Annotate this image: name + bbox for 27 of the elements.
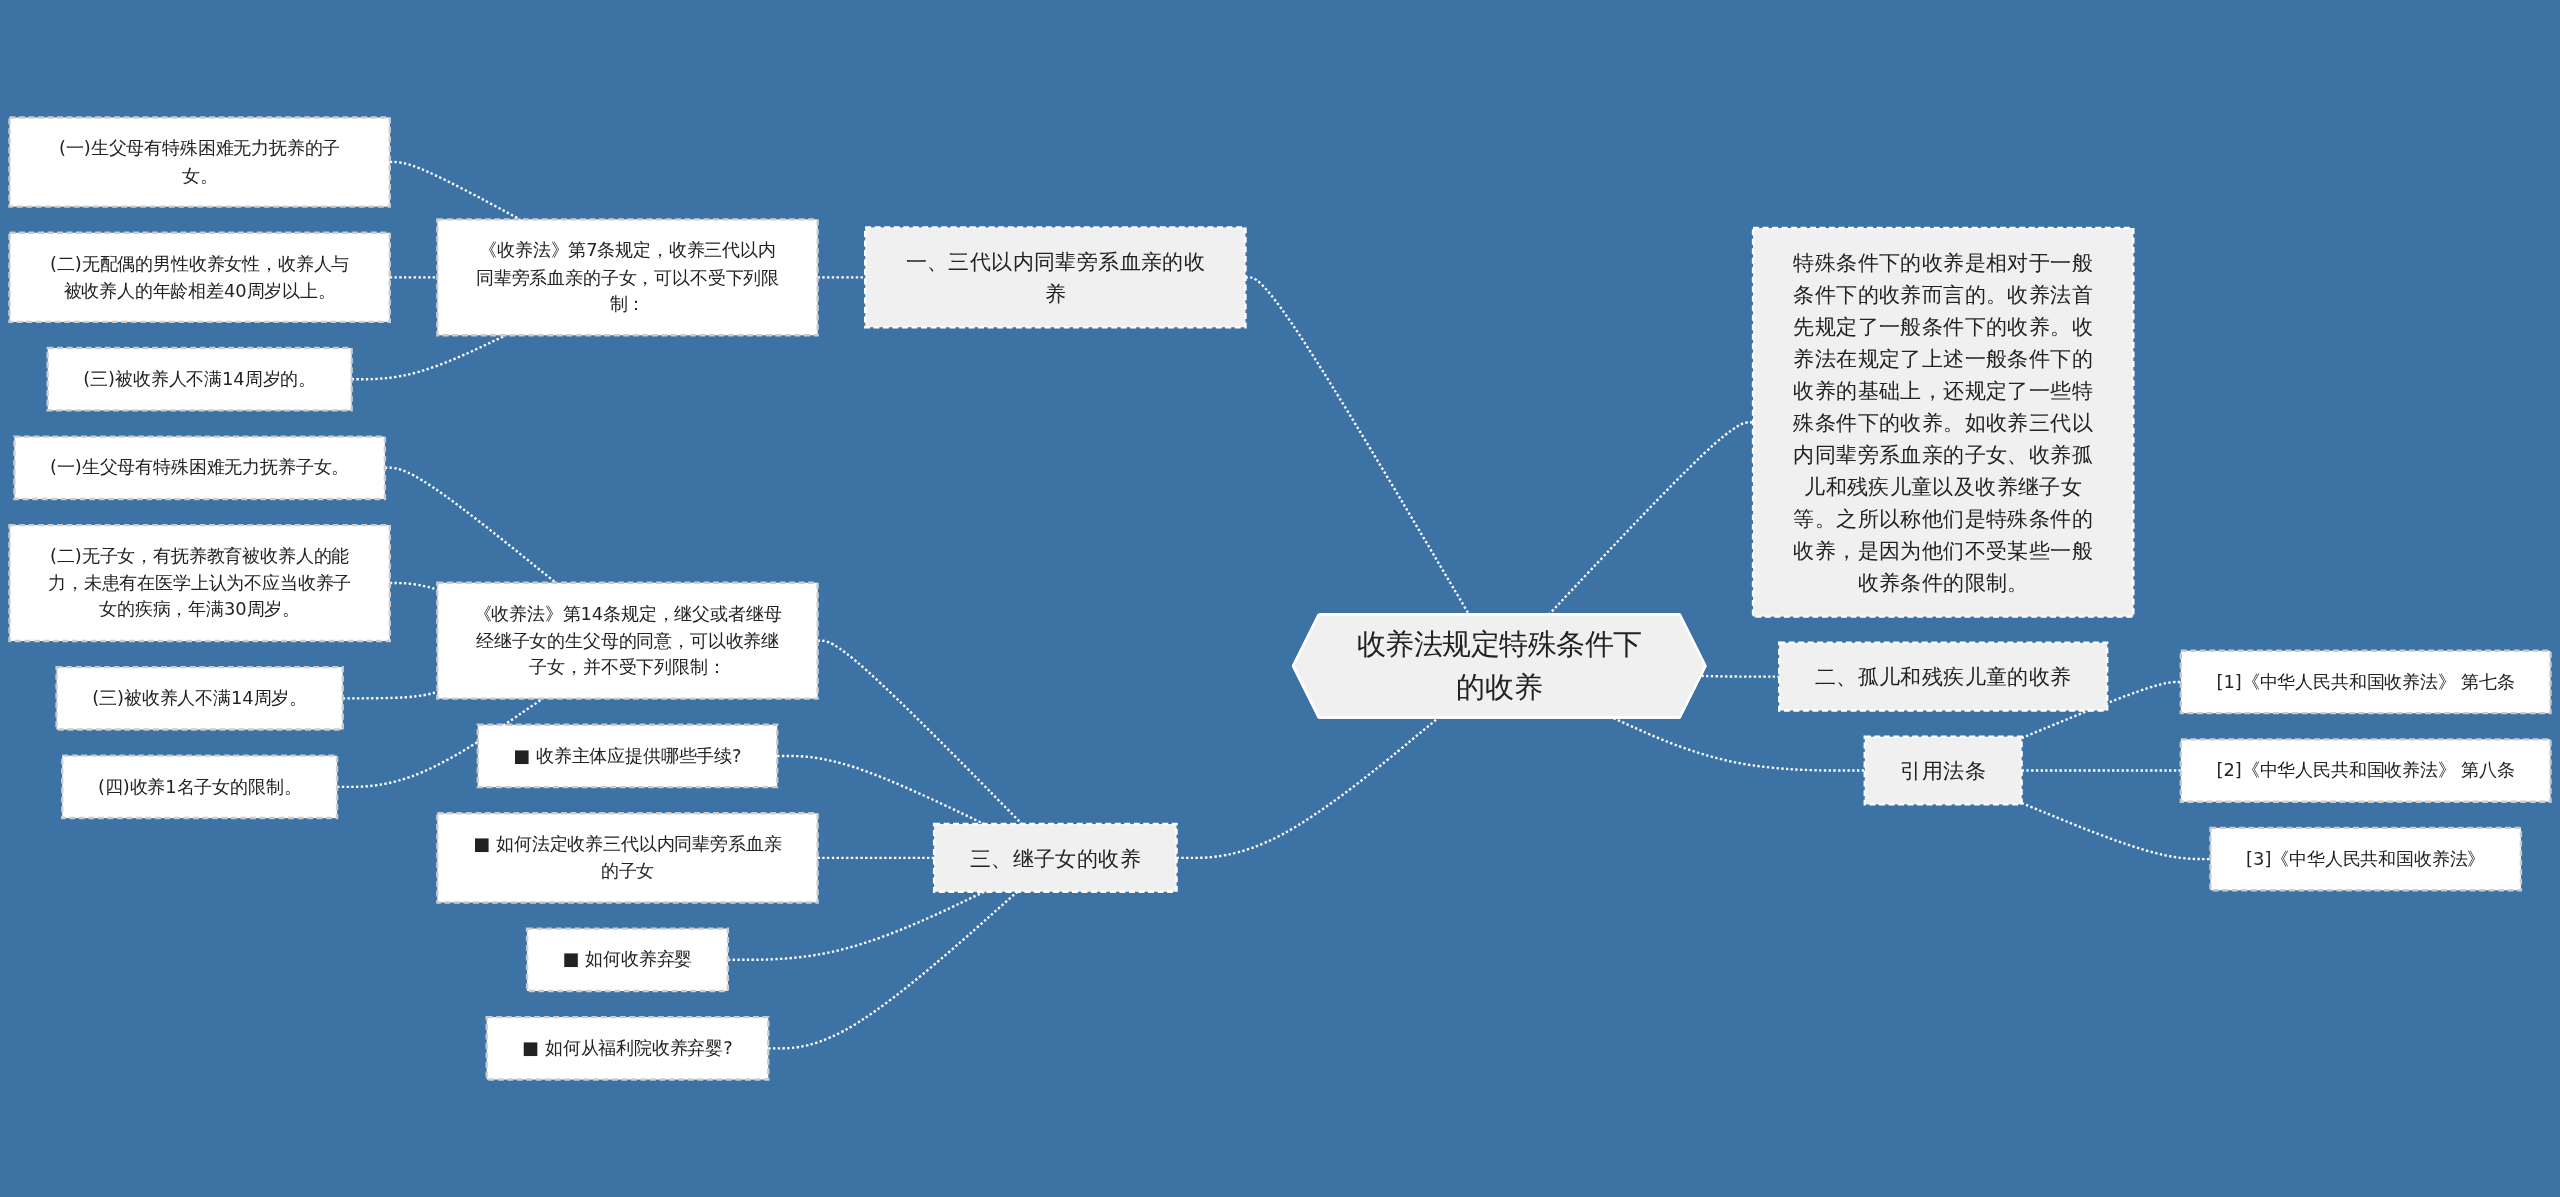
node-box: ■ 收养主体应提供哪些手续? (476, 723, 779, 789)
node-box: ■ 如何收养弃婴 (525, 927, 730, 993)
connector (389, 581, 438, 591)
node-box: 二、孤儿和残疾儿童的收养 (1778, 641, 2109, 712)
connector (342, 690, 438, 700)
node-box: (一)生父母有特殊困难无力抚养的子女。 (8, 116, 391, 208)
node-box: ■ 如何从福利院收养弃婴? (485, 1015, 770, 1081)
node-box: ■ 如何法定收养三代以内同辈旁系血亲的子女 (436, 812, 819, 904)
node-box: (四)收养1名子女的限制。 (61, 754, 339, 820)
node-box: (三)被收养人不满14周岁。 (55, 665, 344, 731)
node-box: 引用法条 (1863, 735, 2023, 806)
node-box: (一)生父母有特殊困难无力抚养子女。 (13, 435, 387, 501)
connector (2021, 680, 2181, 740)
node-box: [1]《中华人民共和国收养法》 第七条 (2179, 649, 2552, 715)
node-box: (二)无子女，有抚养教育被收养人的能力，未患有在医学上认为不应当收养子女的疾病，年满30周岁。 (8, 523, 391, 643)
node-box: (二)无配偶的男性收养女性，收养人与被收养人的年龄相差40周岁以上。 (8, 231, 391, 324)
node-box: 《收养法》第14条规定，继父或者继母经继子女的生父母的同意，可以收养继子女，并不受下列限制： (436, 581, 819, 700)
node-box: 《收养法》第7条规定，收养三代以内同辈旁系血亲的子女，可以不受下列限制： (436, 218, 819, 337)
node-box: [3]《中华人民共和国收养法》 (2209, 826, 2523, 892)
node-box: 一、三代以内同辈旁系血亲的收养 (864, 226, 1247, 329)
node-box: (三)被收养人不满14周岁的。 (46, 346, 353, 412)
connector (389, 276, 438, 279)
node-box: 三、继子女的收养 (932, 822, 1178, 893)
node-box: [2]《中华人民共和国收养法》 第八条 (2179, 738, 2552, 803)
connector (2021, 801, 2211, 861)
connector (1613, 717, 1865, 772)
node-box: 特殊条件下的收养是相对于一般条件下的收养而言的。收养法首先规定了一般条件下的收养。收养法在规定了上述一般条件下的收养的基础上，还规定了一些特殊条件下的收养。如收养三代以内同辈旁系血亲的子女、收养孤儿和残疾儿童以及收养继子女等。之所以称他们是特殊条件的收养，是因为他们不受某些一般收养条件的限制。 (1751, 226, 2135, 618)
